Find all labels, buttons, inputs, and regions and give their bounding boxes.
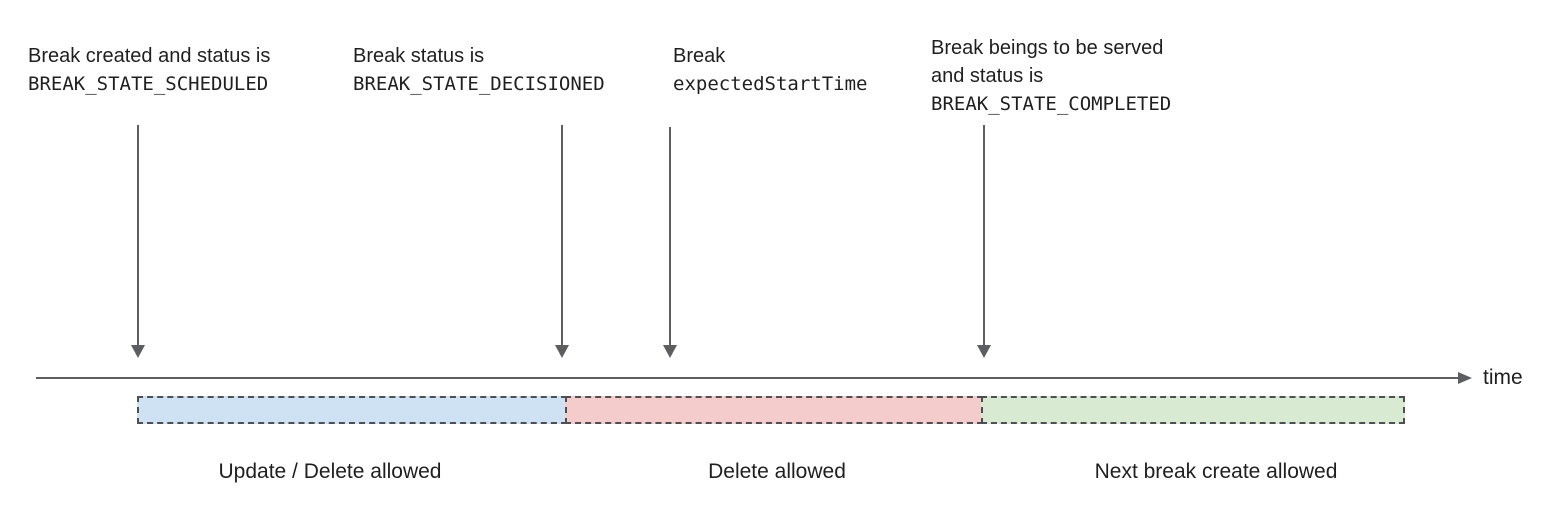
annotation-code: expectedStartTime xyxy=(673,73,868,95)
annotation-code: BREAK_STATE_SCHEDULED xyxy=(28,73,269,95)
annotation-text: Break xyxy=(673,45,726,67)
arrow-down-icon xyxy=(131,125,145,358)
arrow-down-icon xyxy=(555,125,569,358)
annotation-text: Break status is xyxy=(353,45,485,67)
annotation-code: BREAK_STATE_DECISIONED xyxy=(353,73,605,95)
segment-delete xyxy=(565,396,983,424)
time-axis-arrow-icon xyxy=(36,372,1472,384)
segment-next-break xyxy=(981,396,1405,424)
time-axis-label: time xyxy=(1483,366,1523,389)
phase-label-next-break: Next break create allowed xyxy=(1094,460,1338,483)
annotation-scheduled: Break created and status is BREAK_STATE_… xyxy=(28,42,270,98)
arrow-down-icon xyxy=(663,127,677,358)
annotation-expected-start: Break expectedStartTime xyxy=(673,42,867,98)
phase-label-update-delete: Update / Delete allowed xyxy=(218,460,442,483)
annotation-text: Break created and status is xyxy=(28,45,271,67)
annotation-decisioned: Break status is BREAK_STATE_DECISIONED xyxy=(353,42,605,98)
annotation-text: Break beings to be served xyxy=(931,37,1164,59)
annotation-text: and status is xyxy=(931,65,1044,87)
segment-update-delete xyxy=(137,396,567,424)
annotation-completed: Break beings to be served and status is … xyxy=(931,34,1171,118)
arrow-down-icon xyxy=(977,125,991,358)
phase-label-delete: Delete allowed xyxy=(708,460,846,483)
annotation-code: BREAK_STATE_COMPLETED xyxy=(931,93,1172,115)
